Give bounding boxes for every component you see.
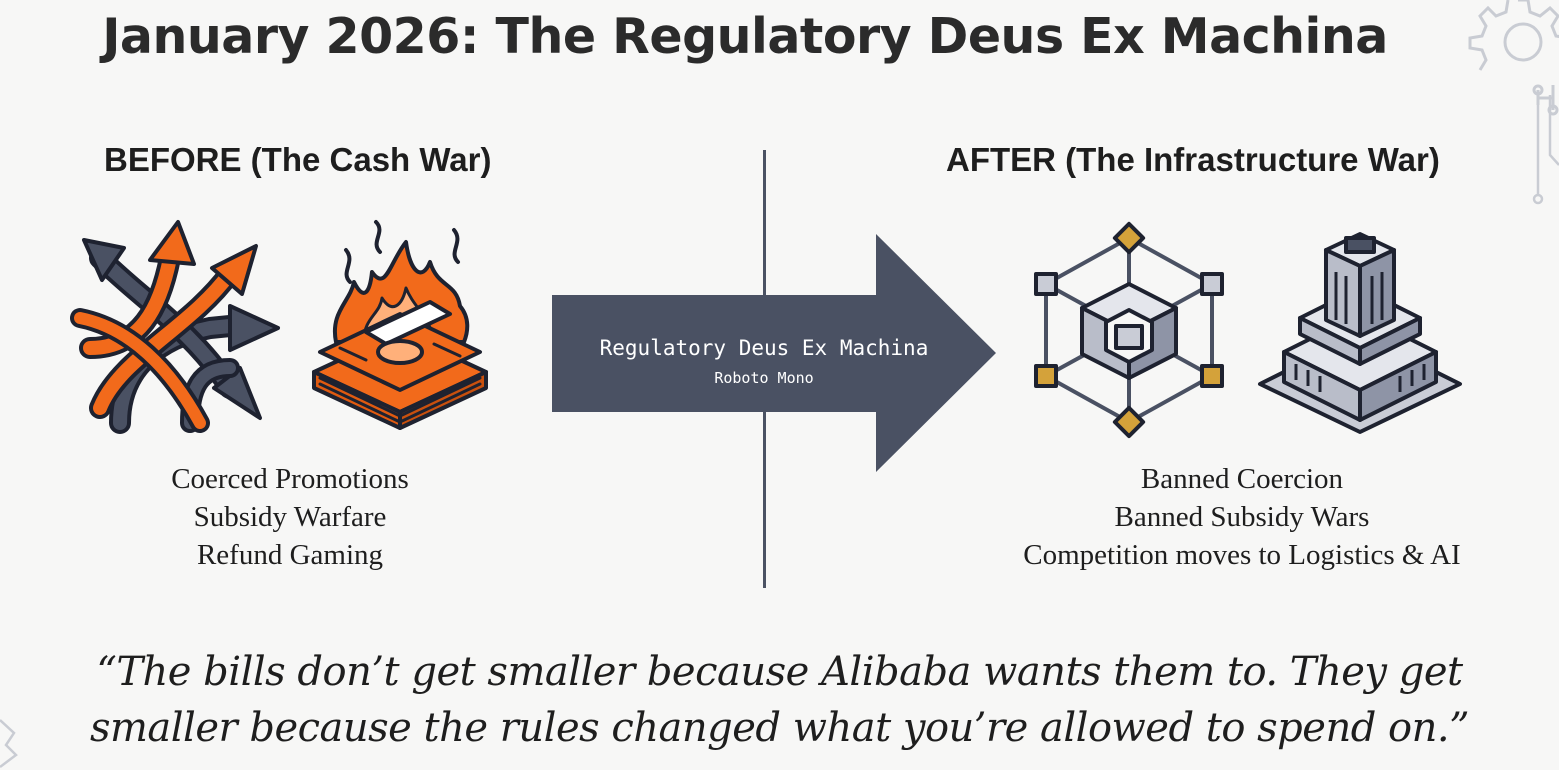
burning-money-icon: [312, 220, 488, 430]
list-item: Subsidy Warfare: [193, 501, 387, 533]
after-heading: AFTER (The Infrastructure War): [946, 141, 1440, 178]
list-item: Banned Subsidy Wars: [1114, 501, 1370, 533]
page-title: January 2026: The Regulatory Deus Ex Mac…: [102, 8, 1388, 65]
arrow-sublabel: Roboto Mono: [714, 369, 814, 387]
quote-line-2: smaller because the rules changed what y…: [89, 705, 1470, 751]
before-heading: BEFORE (The Cash War): [104, 141, 492, 178]
list-item: Banned Coercion: [1140, 463, 1344, 495]
corner-decoration-icon: [0, 719, 18, 768]
list-item: Refund Gaming: [196, 539, 384, 571]
before-list: Coerced Promotions Subsidy Warfare Refun…: [90, 460, 490, 574]
list-item: Coerced Promotions: [171, 463, 409, 495]
quote-line-1: “The bills don’t get smaller because Ali…: [96, 649, 1463, 695]
arrow-label: Regulatory Deus Ex Machina: [599, 336, 929, 360]
gear-icon: [1468, 0, 1559, 116]
network-cube-icon: [1034, 221, 1224, 439]
after-list: Banned Coercion Banned Subsidy Wars Comp…: [942, 460, 1542, 574]
building-icon: [1258, 232, 1462, 434]
circuit-decoration-icon: [1532, 95, 1559, 205]
list-item: Competition moves to Logistics & AI: [1023, 539, 1461, 571]
transition-arrow: [552, 234, 996, 472]
tangled-arrows-icon: [70, 220, 280, 434]
closing-quote: “The bills don’t get smaller because Ali…: [0, 644, 1559, 756]
